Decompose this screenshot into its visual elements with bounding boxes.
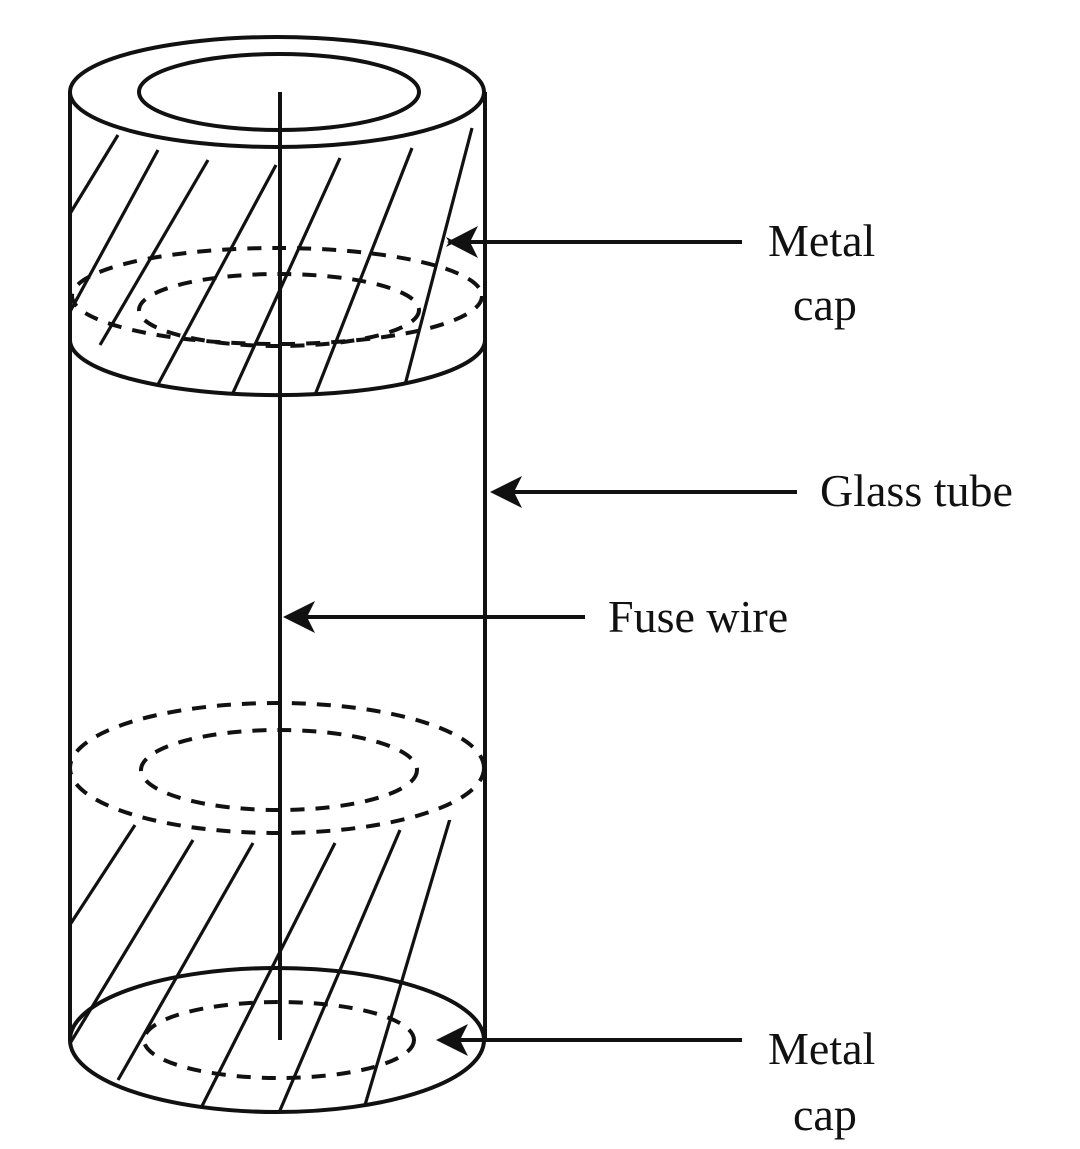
arrowhead-top-cap bbox=[447, 226, 478, 258]
top-cap-hatching bbox=[70, 127, 474, 395]
arrowhead-glass-tube bbox=[490, 476, 522, 508]
bottom-cap-hatching bbox=[70, 820, 454, 1112]
bottom-cap-hidden-outer bbox=[68, 701, 486, 835]
top-metal-cap bbox=[68, 35, 487, 398]
label-fuse-wire: Fuse wire bbox=[608, 591, 788, 642]
glass-tube bbox=[68, 92, 487, 1040]
label-top-cap-line2: cap bbox=[793, 279, 857, 330]
top-outer-rim bbox=[68, 35, 486, 149]
label-top-cap-line1: Metal bbox=[768, 215, 875, 266]
label-bottom-cap-line1: Metal bbox=[768, 1023, 875, 1074]
bottom-metal-cap bbox=[68, 701, 486, 1114]
label-glass-tube: Glass tube bbox=[820, 465, 1013, 516]
arrowhead-fuse-wire bbox=[283, 601, 315, 633]
top-cap-hidden-outer bbox=[70, 246, 484, 346]
arrowhead-bottom-cap bbox=[436, 1024, 468, 1056]
bottom-outer-rim bbox=[68, 966, 486, 1114]
label-bottom-cap-line2: cap bbox=[793, 1089, 857, 1140]
pointer-arrows bbox=[283, 226, 797, 1056]
top-cap-lower-edge bbox=[68, 339, 487, 398]
bottom-inner-rim bbox=[142, 1000, 416, 1080]
